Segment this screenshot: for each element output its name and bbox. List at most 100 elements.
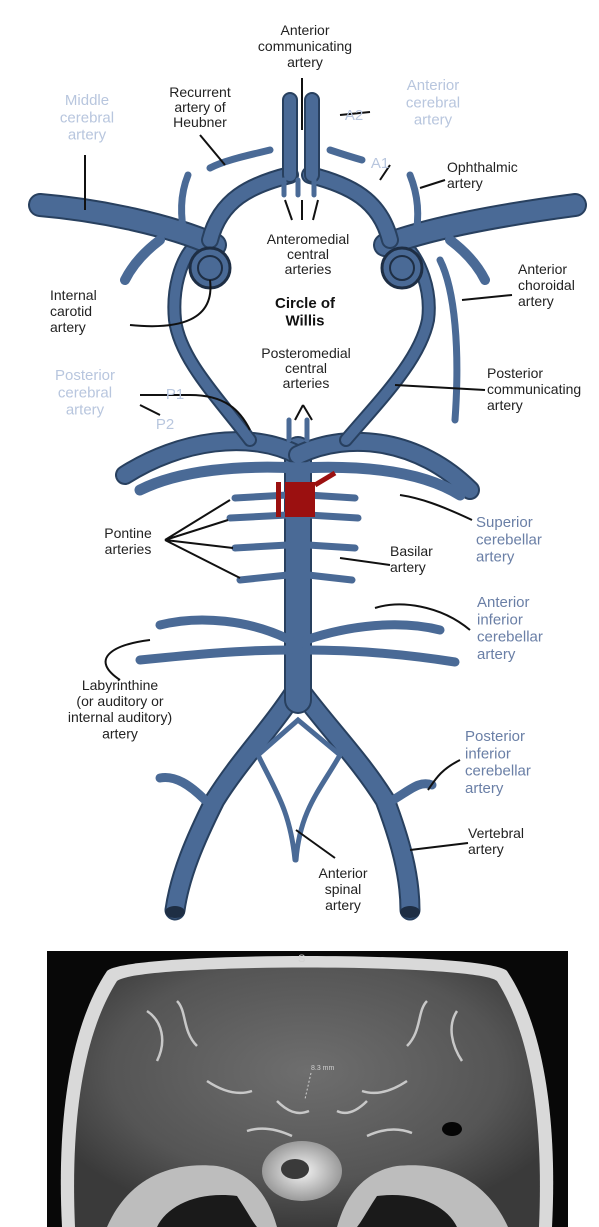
label-line: artery <box>102 725 138 741</box>
label-line: (or auditory or <box>76 693 163 709</box>
label-line: spinal <box>325 881 362 897</box>
label-line: Anterior <box>318 865 367 881</box>
label-line: artery <box>68 127 107 144</box>
label-line: artery <box>468 841 504 857</box>
label-line: A2 <box>345 107 363 124</box>
label-line: central <box>287 246 329 262</box>
ct-angiography-image: S 8.3 mm <box>47 951 568 1227</box>
label-line: Internal <box>50 287 97 303</box>
label-line: Circle of <box>275 295 336 312</box>
left-vertebral-end <box>165 906 185 918</box>
ct-scan-rendering <box>47 951 568 1227</box>
measurement-label: 8.3 mm <box>311 1065 334 1072</box>
label-line: cerebellar <box>477 629 543 646</box>
label-pontine: Pontinearteries <box>104 525 152 557</box>
label-line: communicating <box>487 381 581 397</box>
right-ear-canal <box>442 1122 462 1136</box>
label-line: Heubner <box>173 114 227 130</box>
label-line: Middle <box>65 92 109 109</box>
label-line: artery <box>447 175 483 191</box>
right-internal-carotid-section <box>382 248 422 288</box>
label-line: artery <box>487 397 523 413</box>
label-line: P2 <box>156 416 174 433</box>
orientation-marker: S <box>298 953 305 965</box>
right-aica <box>306 625 440 640</box>
label-line: Anterior <box>477 594 530 611</box>
label-line: Anterior <box>518 261 567 277</box>
right-pontine-arteries <box>308 495 358 580</box>
label-line: cerebral <box>60 109 114 126</box>
label-line: artery <box>287 54 323 70</box>
right-aica-lower <box>306 650 455 662</box>
label-line: artery <box>414 112 453 129</box>
label-anterior-inferior-cerebellar: Anteriorinferiorcerebellarartery <box>477 594 543 663</box>
label-line: inferior <box>477 611 523 628</box>
label-line: Labyrinthine <box>82 677 158 693</box>
label-line: cerebral <box>406 94 460 111</box>
label-line: cerebellar <box>476 531 542 548</box>
label-line: internal auditory) <box>68 709 172 725</box>
anterior-spinal-branches <box>258 755 340 860</box>
left-aica <box>160 620 290 640</box>
label-anterior-spinal: Anteriorspinalartery <box>318 865 367 913</box>
label-line: communicating <box>258 38 352 54</box>
label-line: Posterior <box>55 367 115 384</box>
label-line: Anterior <box>407 77 460 94</box>
sphenoid-sinus <box>281 1159 309 1179</box>
label-line: Basilar <box>390 543 433 559</box>
label-line: artery <box>390 559 426 575</box>
label-line: cerebellar <box>465 763 531 780</box>
left-pica <box>160 777 205 800</box>
right-pica <box>393 784 432 800</box>
left-aica-lower <box>140 650 290 660</box>
label-anteromedial-central: Anteromedialcentralarteries <box>267 231 350 277</box>
label-a2: A2 <box>345 107 363 124</box>
left-mca-branch <box>125 240 160 280</box>
label-line: Anteromedial <box>267 231 350 247</box>
right-mca-branch <box>450 240 485 280</box>
label-line: Posterior <box>487 365 543 381</box>
label-line: Anterior <box>280 22 329 38</box>
label-line: artery <box>325 897 361 913</box>
left-superior-cerebellar <box>140 467 298 490</box>
label-line: artery <box>518 293 554 309</box>
label-line: P1 <box>166 386 184 403</box>
label-line: artery <box>476 549 515 566</box>
label-line: carotid <box>50 303 92 319</box>
right-recurrent-artery <box>330 150 362 160</box>
label-line: A1 <box>371 155 389 172</box>
label-a1: A1 <box>371 155 389 172</box>
label-line: arteries <box>285 261 332 277</box>
label-p2: P2 <box>156 416 174 433</box>
label-line: Superior <box>476 514 533 531</box>
label-line: Posterior <box>465 728 525 745</box>
left-middle-cerebral <box>40 205 215 245</box>
label-line: inferior <box>465 745 511 762</box>
label-line: Pontine <box>104 525 152 541</box>
label-line: Posteromedial <box>261 345 351 361</box>
right-vertebral-end <box>400 906 420 918</box>
label-line: central <box>285 360 327 376</box>
label-line: arteries <box>105 541 152 557</box>
label-line: choroidal <box>518 277 575 293</box>
label-line: Willis <box>285 312 324 329</box>
label-line: artery <box>477 646 516 663</box>
label-line: artery <box>465 780 504 797</box>
anterior-choroidal-artery <box>440 260 457 420</box>
label-p1: P1 <box>166 386 184 403</box>
